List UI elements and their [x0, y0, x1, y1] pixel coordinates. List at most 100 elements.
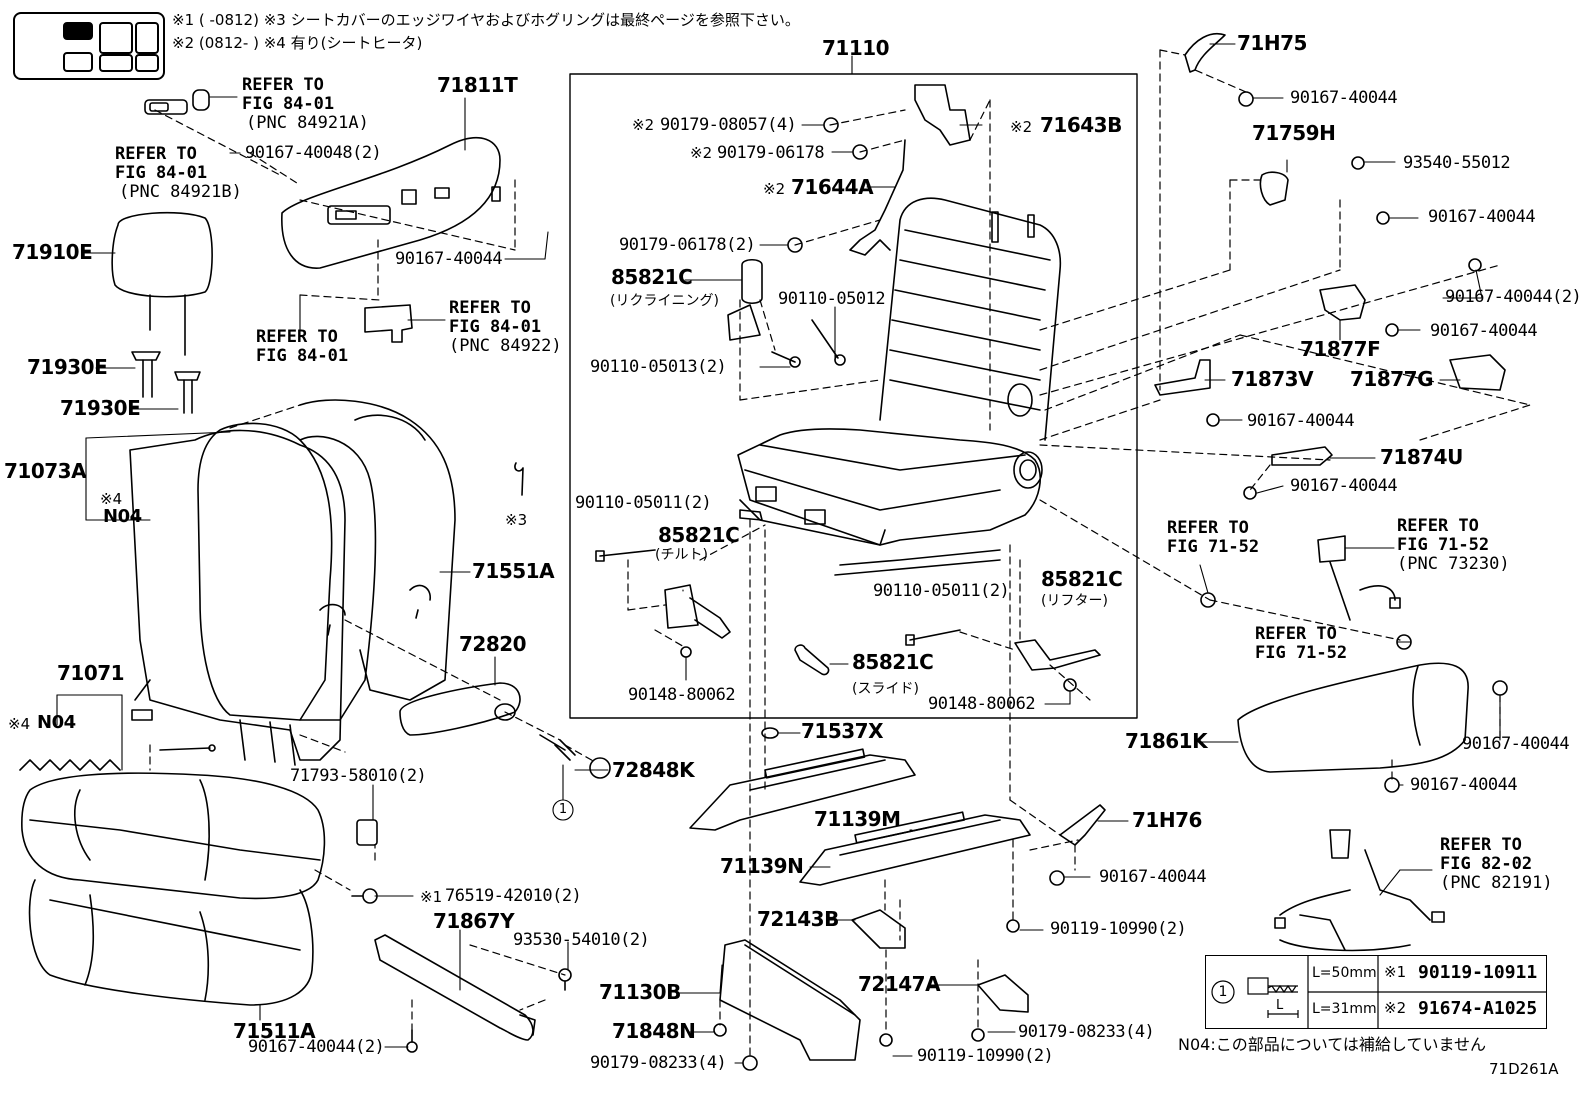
- label-71930E-a: 71930E: [27, 355, 108, 379]
- part-90148-80062-a: 90148-80062: [628, 685, 736, 705]
- legend-dimension: L: [1276, 998, 1284, 1013]
- label-71H76: 71H76: [1132, 808, 1202, 832]
- refer-73230: REFER TO FIG 71-52 (PNC 73230): [1397, 517, 1510, 574]
- refer-line: REFER TO: [449, 298, 531, 318]
- part-90179-08233-a: 90179-08233(4): [1018, 1022, 1155, 1042]
- refer-84921A: REFER TO FIG 84-01 (PNC 84921A): [242, 76, 369, 133]
- refer-84-01: REFER TO FIG 84-01: [256, 328, 348, 366]
- part-90167-40044-h: 90167-40044: [1410, 775, 1518, 795]
- label-71910E: 71910E: [12, 240, 93, 264]
- refer-line: (PNC 82191): [1440, 873, 1553, 893]
- label-71H75: 71H75: [1237, 31, 1307, 55]
- refer-line: REFER TO: [115, 144, 197, 164]
- sublabel-recliner: (リクライニング): [610, 293, 719, 309]
- part-90167-40044-d: 90167-40044: [1430, 321, 1538, 341]
- seat-rails-drawing: [689, 727, 1031, 1071]
- refer-line: REFER TO: [1397, 516, 1479, 536]
- side-cover-drawing: [281, 136, 501, 343]
- label-71130B: 71130B: [599, 980, 681, 1004]
- part-90167-40044-f: 90167-40044: [1290, 476, 1398, 496]
- legend-row1-length: L=50mm: [1312, 965, 1377, 981]
- legend-row1-mark: ※1: [1384, 963, 1407, 981]
- part-90167-40044-g: 90167-40044: [1462, 734, 1570, 754]
- label-71644A: 71644A: [791, 175, 874, 199]
- part-90167-40044-2-a: 90167-40044(2): [248, 1037, 385, 1057]
- label-85821C-slide: 85821C: [852, 650, 934, 674]
- bolt-legend-table: 1 L L=50mm ※1 90119-10911 L=31mm ※2 9167…: [1205, 955, 1547, 1029]
- right-side-parts-drawing: [1049, 33, 1508, 952]
- label-71139M: 71139M: [814, 807, 901, 831]
- part-90110-05011-a: 90110-05011(2): [575, 493, 712, 513]
- refer-line: FIG 84-01: [449, 317, 542, 337]
- part-93530-54010: 93530-54010(2): [513, 930, 650, 950]
- seat-indicator-highlight: [63, 22, 93, 40]
- refer-line: (PNC 84921B): [119, 182, 242, 202]
- legend-row1-part: 90119-10911: [1418, 962, 1538, 983]
- legend-row2-length: L=31mm: [1312, 1001, 1377, 1017]
- mark-note2-b: ※2: [690, 144, 713, 162]
- label-71877F: 71877F: [1300, 337, 1381, 361]
- label-N04-b: N04: [37, 712, 76, 733]
- refer-line: (PNC 84922): [449, 336, 562, 356]
- label-71643B: 71643B: [1040, 113, 1122, 137]
- part-90179-08057: 90179-08057(4): [660, 115, 797, 135]
- part-90167-40048: 90167-40048(2): [245, 143, 382, 163]
- part-90167-40044-c: 90167-40044: [1428, 207, 1536, 227]
- part-90179-06178-b: 90179-06178(2): [619, 235, 756, 255]
- part-90119-10990-a: 90119-10990(2): [1050, 919, 1187, 939]
- refer-line: FIG 84-01: [256, 346, 349, 366]
- part-90110-05011-b: 90110-05011(2): [873, 581, 1010, 601]
- part-90167-40044-i: 90167-40044: [1099, 867, 1207, 887]
- label-85821C-lifter: 85821C: [1041, 567, 1123, 591]
- mark-note2-a: ※2: [632, 116, 655, 134]
- seat-indicator-box: [99, 54, 133, 72]
- part-90179-06178-a: 90179-06178: [717, 143, 825, 163]
- part-90148-80062-b: 90148-80062: [928, 694, 1036, 714]
- sublabel-slide: (スライド): [852, 681, 919, 697]
- label-71511A: 71511A: [233, 1019, 316, 1043]
- label-71867Y: 71867Y: [433, 909, 515, 933]
- refer-71-52-b: REFER TO FIG 71-52: [1255, 625, 1347, 663]
- refer-82191: REFER TO FIG 82-02 (PNC 82191): [1440, 836, 1553, 893]
- label-71759H: 71759H: [1252, 121, 1336, 145]
- label-72143B: 72143B: [757, 907, 839, 931]
- refer-line: (PNC 84921A): [246, 113, 369, 133]
- mark-note4-b: ※4: [8, 715, 31, 733]
- label-71873V: 71873V: [1231, 367, 1314, 391]
- mark-note1: ※1: [420, 888, 443, 906]
- mark-note2-c: ※2: [1010, 118, 1033, 136]
- label-71537X: 71537X: [801, 719, 884, 743]
- seat-indicator-box: [63, 52, 93, 72]
- part-90167-40044-a: 90167-40044: [395, 249, 503, 269]
- refer-line: REFER TO: [242, 75, 324, 95]
- seat-position-indicator: [13, 12, 165, 80]
- figure-code: 71D261A: [1489, 1060, 1559, 1078]
- refer-line: REFER TO: [1255, 624, 1337, 644]
- label-72147A: 72147A: [858, 972, 941, 996]
- label-71811T: 71811T: [437, 73, 518, 97]
- leader-lines: [56, 43, 1501, 1064]
- label-71861K: 71861K: [1125, 729, 1208, 753]
- label-85821C-tilt: 85821C: [658, 523, 740, 547]
- armrest-drawing: [399, 682, 611, 779]
- headrest-drawing: [111, 211, 213, 414]
- seat-frame-drawing: [737, 197, 1062, 576]
- refer-line: REFER TO: [256, 327, 338, 347]
- label-71874U: 71874U: [1380, 445, 1463, 469]
- refer-line: FIG 71-52: [1397, 535, 1490, 555]
- refer-line: FIG 71-52: [1167, 537, 1260, 557]
- refer-line: FIG 82-02: [1440, 854, 1533, 874]
- callout-1: 1: [558, 802, 568, 817]
- refer-84922: REFER TO FIG 84-01 (PNC 84922): [449, 299, 562, 356]
- refer-line: REFER TO: [1440, 835, 1522, 855]
- refer-71-52-a: REFER TO FIG 71-52: [1167, 519, 1259, 557]
- seat-indicator-box: [135, 22, 159, 54]
- sublabel-tilt: (チルト): [655, 547, 708, 563]
- part-76519-42010: 76519-42010(2): [445, 886, 582, 906]
- seatback-cover-drawing: [129, 399, 456, 766]
- part-90110-05012: 90110-05012: [778, 289, 886, 309]
- legend-lines: [1211, 956, 1546, 1028]
- note-2: ※2 (0812- ) ※4 有り(シートヒータ): [172, 34, 423, 52]
